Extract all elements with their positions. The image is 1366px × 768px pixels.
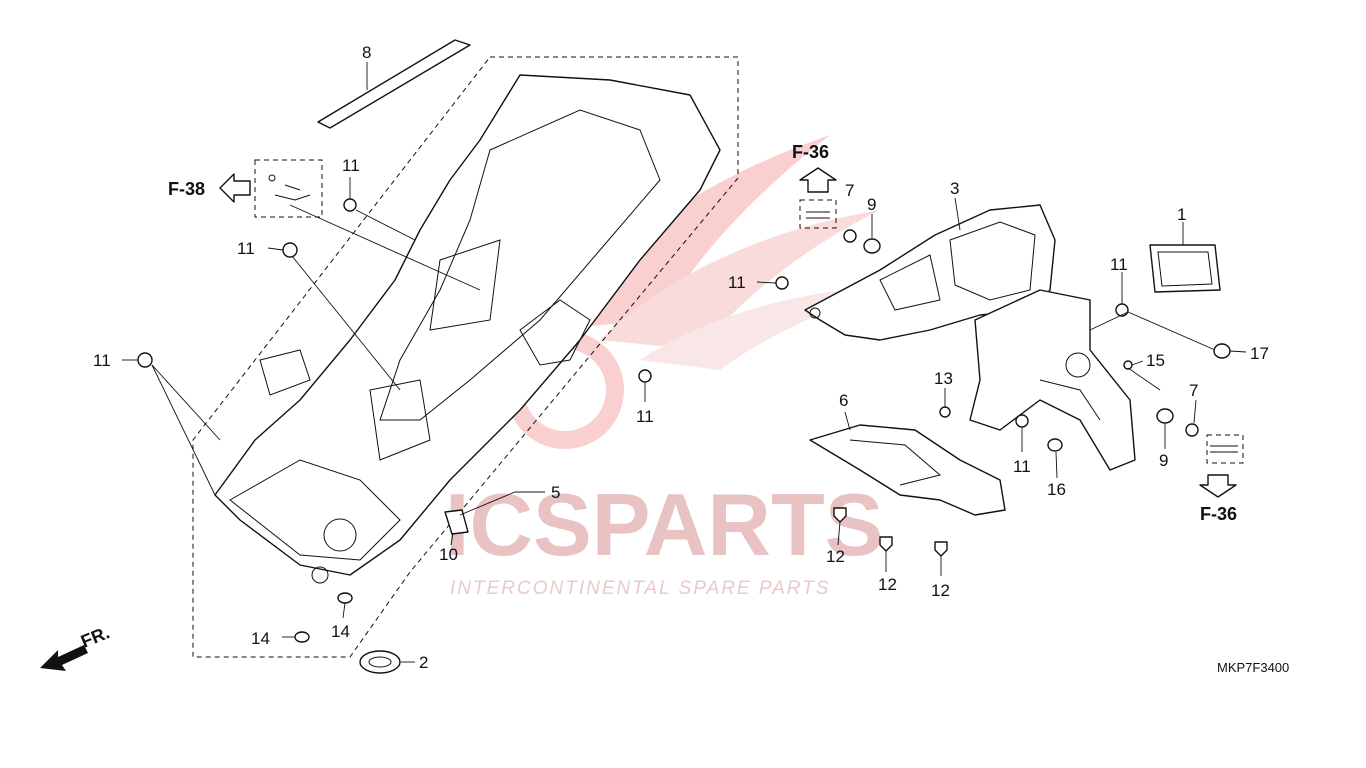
callout-5: 5 xyxy=(551,483,560,502)
callout-15: 15 xyxy=(1146,351,1165,370)
ref-label-bottom-right: F-36 xyxy=(1200,504,1237,524)
callout-numbers: 8 11 11 11 11 11 11 11 1 2 3 5 6 7 7 9 9… xyxy=(93,43,1269,672)
ref-label-top-right: F-36 xyxy=(792,142,829,162)
part-5-rear-fender xyxy=(214,74,721,584)
callout-11-f: 11 xyxy=(1110,255,1128,274)
front-label: FR. xyxy=(78,622,112,651)
callout-11-e: 11 xyxy=(728,273,746,292)
callout-14-b: 14 xyxy=(331,622,350,641)
callout-9-a: 9 xyxy=(867,195,876,214)
part-1-reflector xyxy=(1149,244,1221,293)
callout-7-b: 7 xyxy=(1189,381,1198,400)
callout-11-b: 11 xyxy=(237,239,255,258)
callout-2: 2 xyxy=(419,653,428,672)
part-bracket-assembly xyxy=(969,289,1136,471)
front-direction-arrow: FR. xyxy=(40,622,112,671)
callout-16: 16 xyxy=(1047,480,1066,499)
part-8-seal-strip xyxy=(317,39,471,129)
callout-13: 13 xyxy=(934,369,953,388)
ref-arrow-left xyxy=(219,173,251,203)
detail-box-f38 xyxy=(254,159,323,218)
ref-label-left: F-38 xyxy=(168,179,205,199)
callout-11-c: 11 xyxy=(93,351,111,370)
callout-6: 6 xyxy=(839,391,848,410)
callout-7-a: 7 xyxy=(845,181,854,200)
part-2-grommet xyxy=(359,650,401,674)
callout-12-b: 12 xyxy=(878,575,897,594)
callout-3: 3 xyxy=(950,179,959,198)
callout-11-a: 11 xyxy=(342,156,360,175)
callout-11-g: 11 xyxy=(1013,457,1031,476)
watermark-tagline: INTERCONTINENTAL SPARE PARTS xyxy=(450,578,830,599)
watermark-brand: ICSPARTS xyxy=(445,475,883,574)
callout-11-d: 11 xyxy=(636,407,654,426)
callout-12-c: 12 xyxy=(931,581,950,600)
callout-14-a: 14 xyxy=(251,629,270,648)
part-6-splash-guard xyxy=(809,424,1006,516)
callout-17: 17 xyxy=(1250,344,1269,363)
part-10-cushion xyxy=(444,509,469,535)
callout-10: 10 xyxy=(439,545,458,564)
callout-12-a: 12 xyxy=(826,547,845,566)
detail-box-f36-top xyxy=(799,199,837,229)
callout-9-b: 9 xyxy=(1159,451,1168,470)
callout-1: 1 xyxy=(1177,205,1186,224)
ref-arrow-down xyxy=(1199,474,1237,498)
callout-8: 8 xyxy=(362,43,371,62)
drawing-code: MKP7F3400 xyxy=(1217,660,1289,675)
detail-box-f36-bottom xyxy=(1206,434,1244,464)
assembly-boundary-box xyxy=(192,56,739,658)
ref-arrow-up xyxy=(799,167,837,193)
leader-lines xyxy=(122,62,1247,663)
